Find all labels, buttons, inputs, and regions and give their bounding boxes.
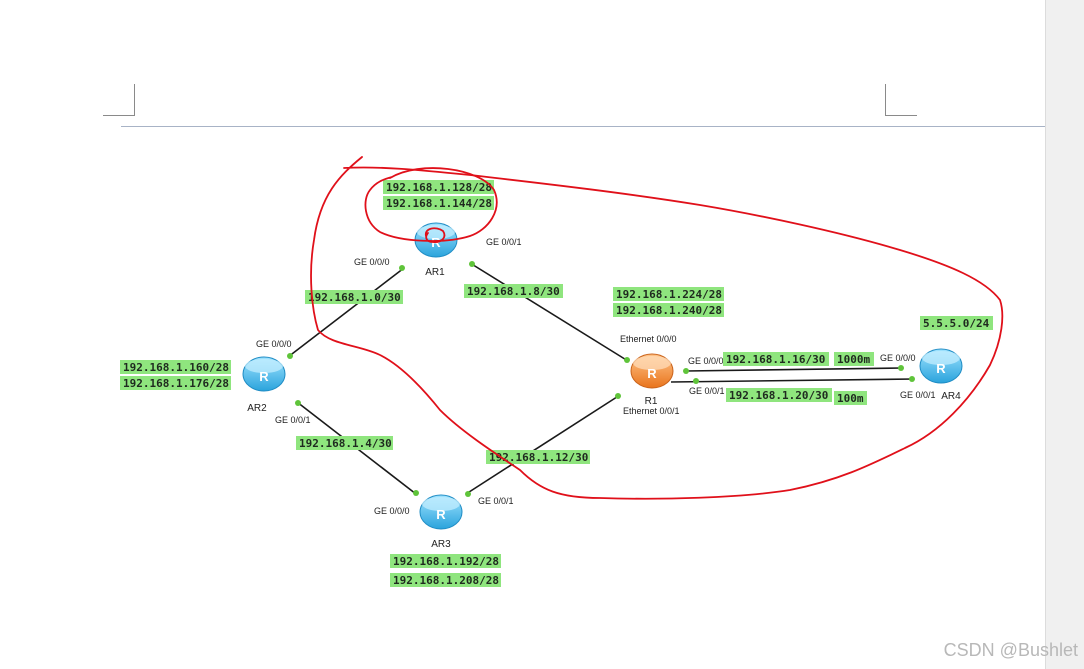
port-dot (399, 265, 405, 271)
svg-text:192.168.1.0/30: 192.168.1.0/30 (308, 291, 401, 304)
svg-text:R: R (647, 366, 657, 381)
port-dot (898, 365, 904, 371)
link-r1-ar4-a (685, 367, 903, 372)
link-r1-ar4-b (670, 378, 915, 383)
port-dot (295, 400, 301, 406)
svg-text:192.168.1.224/28: 192.168.1.224/28 (616, 288, 722, 301)
port-dot (683, 368, 689, 374)
subnet-label: 5.5.5.0/24 (920, 316, 993, 330)
router-ar3: R AR3 (419, 494, 463, 550)
subnet-label: 192.168.1.240/28 (613, 303, 724, 317)
subnet-label: 192.168.1.20/30 (726, 388, 832, 402)
subnet-label: 192.168.1.208/28 (390, 573, 501, 587)
speed-label: 1000m (834, 352, 874, 366)
subnet-label: 192.168.1.144/28 (383, 196, 494, 210)
subnet-label: 192.168.1.16/30 (723, 352, 829, 366)
subnet-label: 192.168.1.176/28 (120, 376, 231, 390)
port-label: GE 0/0/0 (374, 506, 410, 516)
svg-text:5.5.5.0/24: 5.5.5.0/24 (923, 317, 990, 330)
port-dot (413, 490, 419, 496)
port-dot (465, 491, 471, 497)
port-label: Ethernet 0/0/1 (623, 406, 680, 416)
svg-text:192.168.1.8/30: 192.168.1.8/30 (467, 285, 560, 298)
router-name: AR3 (431, 539, 451, 550)
network-topology-diagram: R AR1 R AR2 R AR3 R AR4 R R1 GE 0/0 (120, 156, 1004, 587)
annotation-circle-ar1-icon (424, 227, 446, 243)
svg-text:192.168.1.192/28: 192.168.1.192/28 (393, 555, 499, 568)
svg-text:192.168.1.208/28: 192.168.1.208/28 (393, 574, 499, 587)
svg-text:R: R (436, 507, 446, 522)
subnet-label: 192.168.1.0/30 (305, 290, 403, 304)
margin-corner-right (885, 84, 917, 116)
svg-text:100m: 100m (837, 392, 864, 405)
router-r1: R R1 (630, 353, 674, 407)
subnet-label: 192.168.1.12/30 (486, 450, 590, 464)
svg-text:192.168.1.4/30: 192.168.1.4/30 (299, 437, 392, 450)
svg-text:R: R (936, 361, 946, 376)
speed-label: 100m (834, 391, 867, 405)
watermark: CSDN @Bushlet (943, 640, 1078, 660)
svg-text:192.168.1.128/28: 192.168.1.128/28 (386, 181, 492, 194)
svg-text:192.168.1.240/28: 192.168.1.240/28 (616, 304, 722, 317)
subnet-label: 192.168.1.224/28 (613, 287, 724, 301)
router-name: R1 (645, 396, 658, 407)
port-dot (469, 261, 475, 267)
port-label: Ethernet 0/0/0 (620, 334, 677, 344)
port-label: GE 0/0/1 (275, 415, 311, 425)
port-label: GE 0/0/0 (256, 339, 292, 349)
port-label: GE 0/0/1 (478, 496, 514, 506)
router-ar4: R AR4 (919, 348, 963, 402)
annotation-outline-area (310, 156, 1004, 500)
port-label: GE 0/0/0 (880, 353, 916, 363)
svg-text:R: R (259, 369, 269, 384)
svg-text:192.168.1.12/30: 192.168.1.12/30 (489, 451, 588, 464)
port-dot (909, 376, 915, 382)
link-ar2-ar1 (287, 267, 405, 358)
subnet-label: 192.168.1.4/30 (296, 436, 393, 450)
subnet-label: 192.168.1.192/28 (390, 554, 501, 568)
link-ar3-r1 (465, 394, 621, 495)
subnet-label: 192.168.1.160/28 (120, 360, 231, 374)
svg-text:1000m: 1000m (837, 353, 870, 366)
subnet-label: 192.168.1.8/30 (464, 284, 563, 298)
svg-text:192.168.1.176/28: 192.168.1.176/28 (123, 377, 229, 390)
port-label: GE 0/0/0 (354, 257, 390, 267)
router-ar1: R AR1 (414, 222, 458, 278)
router-name: AR2 (247, 403, 267, 414)
port-dot (693, 378, 699, 384)
port-label: GE 0/0/1 (486, 237, 522, 247)
router-ar2: R AR2 (242, 356, 286, 414)
port-label: GE 0/0/1 (900, 390, 936, 400)
document-page: R AR1 R AR2 R AR3 R AR4 R R1 GE 0/0 (103, 84, 1045, 587)
router-name: AR4 (941, 391, 961, 402)
margin-corner-left (103, 84, 135, 116)
header-divider (121, 126, 1045, 127)
subnet-label: 192.168.1.128/28 (383, 180, 494, 194)
port-dot (615, 393, 621, 399)
port-dot (287, 353, 293, 359)
port-label: GE 0/0/1 (689, 386, 725, 396)
router-name: AR1 (425, 267, 445, 278)
link-ar1-r1 (469, 262, 629, 362)
scrollbar[interactable] (1045, 0, 1084, 669)
svg-text:192.168.1.160/28: 192.168.1.160/28 (123, 361, 229, 374)
port-dot (624, 357, 630, 363)
port-label: GE 0/0/0 (688, 356, 724, 366)
svg-text:192.168.1.144/28: 192.168.1.144/28 (386, 197, 492, 210)
svg-text:192.168.1.20/30: 192.168.1.20/30 (729, 389, 828, 402)
svg-text:192.168.1.16/30: 192.168.1.16/30 (726, 353, 825, 366)
